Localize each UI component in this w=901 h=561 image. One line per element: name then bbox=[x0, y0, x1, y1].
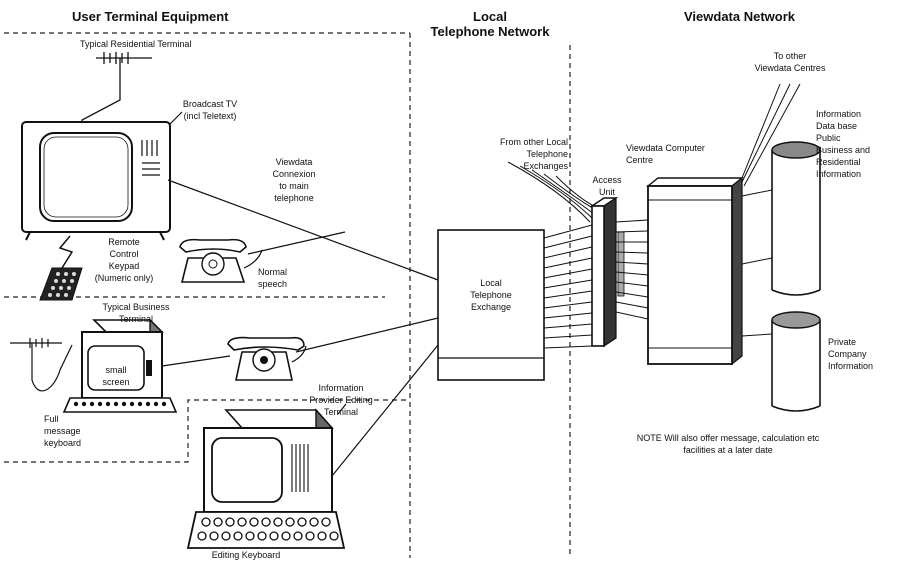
label-typical-business: Typical Business Terminal bbox=[102, 302, 170, 324]
label-viewdata-computer: Viewdata Computer Centre bbox=[626, 143, 705, 165]
residential-telephone-icon bbox=[179, 238, 263, 283]
editing-terminal-icon bbox=[186, 408, 346, 549]
remote-control-keypad-icon bbox=[39, 267, 83, 301]
label-viewdata-connexion: Viewdata Connexion to main telephone bbox=[272, 157, 316, 203]
editing-terminal-to-exchange-line bbox=[331, 344, 439, 477]
label-info-database: Information Data base Public Business an… bbox=[816, 109, 871, 179]
tv-label-leader-line bbox=[169, 111, 183, 125]
label-local-exchange: Local Telephone Exchange bbox=[470, 278, 512, 312]
business-terminal-to-phone-line bbox=[161, 355, 231, 367]
label-small-screen: small screen bbox=[102, 365, 130, 387]
public-database-cylinder bbox=[771, 141, 821, 296]
access-to-computer-lines bbox=[615, 219, 649, 320]
business-antenna bbox=[10, 338, 73, 392]
phone-to-junction-line bbox=[247, 231, 346, 255]
label-typical-residential: Typical Residential Terminal bbox=[80, 39, 192, 49]
label-broadcast-tv: Broadcast TV (incl Teletext) bbox=[182, 99, 238, 121]
broadcast-tv-icon bbox=[21, 121, 171, 241]
business-terminal-icon bbox=[62, 318, 178, 413]
label-private-info: Private Company Information bbox=[828, 337, 874, 371]
editing-label-leader-line bbox=[337, 403, 347, 415]
business-telephone-icon bbox=[227, 336, 307, 381]
label-full-keyboard: Full message keyboard bbox=[44, 414, 82, 448]
label-remote-control: Remote Control Keypad (Numeric only) bbox=[94, 237, 154, 283]
label-to-other-centres: To other Viewdata Centres bbox=[754, 51, 826, 73]
label-ip-editing-terminal: Information Provider Editing Terminal bbox=[309, 383, 373, 417]
label-normal-speech: Normal speech bbox=[258, 267, 288, 289]
label-access-unit: Access Unit bbox=[592, 175, 622, 197]
business-phone-to-exchange-line bbox=[295, 317, 439, 353]
business-region-border bbox=[4, 399, 410, 463]
connection-lines bbox=[161, 111, 439, 477]
private-database-cylinder bbox=[771, 311, 821, 412]
computer-to-database-lines bbox=[741, 83, 801, 337]
header-user-terminal: User Terminal Equipment bbox=[72, 9, 229, 24]
residential-antenna bbox=[81, 52, 152, 130]
access-unit-icon bbox=[589, 196, 625, 348]
local-exchange-box bbox=[437, 229, 545, 381]
header-viewdata-network: Viewdata Network bbox=[684, 9, 796, 24]
trunk-lines bbox=[543, 224, 593, 349]
remote-signal-zigzag bbox=[58, 235, 74, 269]
label-from-other-exchanges: From other Local Telephone Exchanges bbox=[499, 137, 568, 171]
viewdata-computer-centre-icon bbox=[646, 176, 744, 366]
label-note: NOTE Will also offer message, calculatio… bbox=[636, 433, 820, 455]
header-local-network: Local Telephone Network bbox=[430, 9, 550, 39]
label-editing-keyboard: Editing Keyboard bbox=[211, 550, 281, 560]
tv-to-exchange-line bbox=[167, 179, 439, 281]
